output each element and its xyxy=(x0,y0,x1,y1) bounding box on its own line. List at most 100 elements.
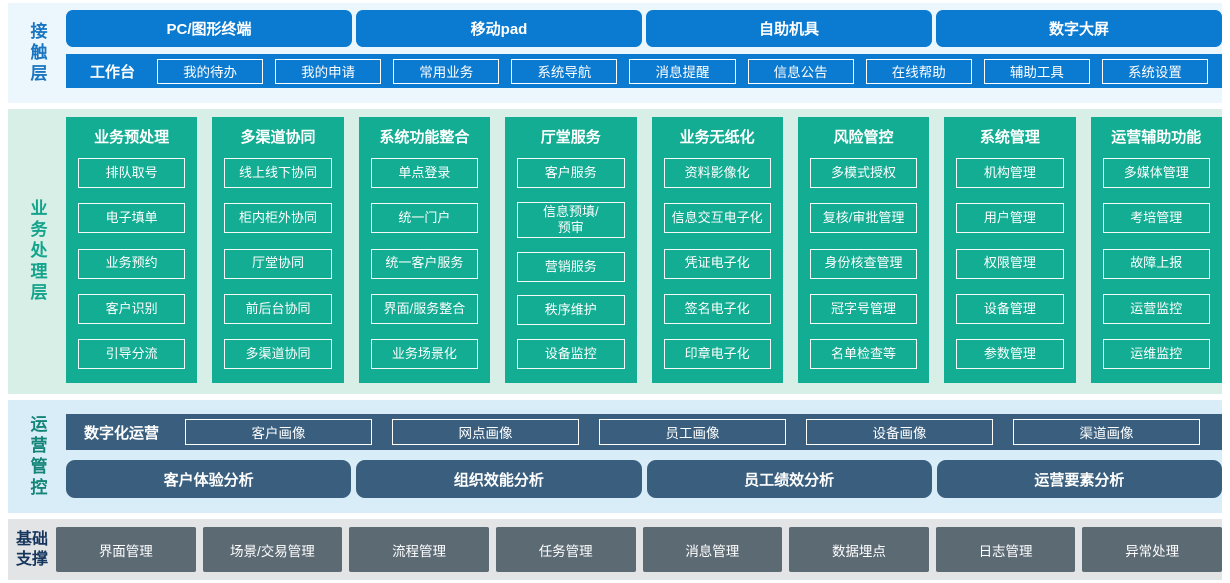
workbench-item-nav: 系统导航 xyxy=(511,58,618,84)
column-title: 风险管控 xyxy=(833,129,894,146)
terminal-box-pc: PC/图形终端 xyxy=(66,10,352,47)
column-title: 运营辅助功能 xyxy=(1111,129,1202,146)
operations-layer-label-text: 运营管控 xyxy=(27,414,47,499)
foundation-item-log: 日志管理 xyxy=(935,527,1076,572)
function-item: 柜内柜外协同 xyxy=(224,203,332,234)
function-item: 前后台协同 xyxy=(224,293,332,324)
function-item: 信息交互电子化 xyxy=(663,203,771,234)
function-item: 签名电子化 xyxy=(663,293,771,324)
workbench-item-messages: 消息提醒 xyxy=(629,58,736,84)
workbench-item-tools: 辅助工具 xyxy=(983,58,1090,84)
function-item: 业务预约 xyxy=(78,248,186,279)
workbench-item-help: 在线帮助 xyxy=(865,58,972,84)
workbench-item-settings: 系统设置 xyxy=(1101,58,1208,84)
column-system-integration: 系统功能整合 单点登录 统一门户 统一客户服务 界面/服务整合 业务场景化 xyxy=(358,117,491,383)
workbench-item-announcements: 信息公告 xyxy=(747,58,854,84)
workbench-bar: 工作台 我的待办 我的申请 常用业务 系统导航 消息提醒 信息公告 在线帮助 辅… xyxy=(66,54,1222,88)
column-title: 厅堂服务 xyxy=(540,129,601,146)
business-layer-label-text: 业务处理层 xyxy=(27,199,47,304)
foundation-item-process: 流程管理 xyxy=(349,527,489,572)
profile-channel: 渠道画像 xyxy=(1013,419,1201,445)
function-item: 多模式授权 xyxy=(809,158,918,188)
function-item: 设备管理 xyxy=(956,293,1064,324)
function-item: 资料影像化 xyxy=(663,158,771,188)
foundation-item-scene-transaction: 场景/交易管理 xyxy=(202,527,343,572)
function-item: 参数管理 xyxy=(956,339,1064,369)
column-items: 资料影像化 信息交互电子化 凭证电子化 签名电子化 印章电子化 xyxy=(663,158,771,369)
function-item: 客户识别 xyxy=(78,293,186,324)
business-layer-band: 业务处理层 业务预处理 排队取号 电子填单 业务预约 客户识别 引导分流 多渠道… xyxy=(8,109,1222,394)
terminal-box-bigscreen: 数字大屏 xyxy=(936,10,1222,47)
function-item: 权限管理 xyxy=(956,248,1064,279)
function-item: 客户服务 xyxy=(517,158,625,188)
function-item: 多媒体管理 xyxy=(1102,158,1210,188)
column-items: 机构管理 用户管理 权限管理 设备管理 参数管理 xyxy=(956,158,1064,369)
column-items: 排队取号 电子填单 业务预约 客户识别 引导分流 xyxy=(78,158,186,369)
foundation-layer-band: 基础支撑 界面管理 场景/交易管理 流程管理 任务管理 消息管理 数据埋点 日志… xyxy=(8,519,1222,580)
profile-device: 设备画像 xyxy=(806,419,994,445)
terminal-box-selfservice: 自助机具 xyxy=(646,10,932,47)
column-items: 多媒体管理 考培管理 故障上报 运营监控 运维监控 xyxy=(1102,158,1210,369)
column-risk-control: 风险管控 多模式授权 复核/审批管理 身份核查管理 冠字号管理 名单检查等 xyxy=(797,117,930,383)
workbench-item-todo: 我的待办 xyxy=(157,58,264,84)
column-items: 单点登录 统一门户 统一客户服务 界面/服务整合 业务场景化 xyxy=(370,158,479,369)
column-title: 业务预处理 xyxy=(94,129,170,146)
function-item: 凭证电子化 xyxy=(663,248,771,279)
function-item: 引导分流 xyxy=(78,339,186,369)
column-lobby-service: 厅堂服务 客户服务 信息预填/ 预审 营销服务 秩序维护 设备监控 xyxy=(505,117,637,383)
column-items: 客户服务 信息预填/ 预审 营销服务 秩序维护 设备监控 xyxy=(517,158,625,369)
touch-layer-band: 接触层 PC/图形终端 移动pad 自助机具 数字大屏 工作台 我的待办 我的申… xyxy=(8,3,1222,103)
function-item: 统一门户 xyxy=(370,203,479,234)
column-title: 业务无纸化 xyxy=(679,129,755,146)
function-item: 运营监控 xyxy=(1102,293,1210,324)
business-layer-label: 业务处理层 xyxy=(8,109,66,394)
function-item: 营销服务 xyxy=(517,251,625,282)
function-item: 统一客户服务 xyxy=(370,248,479,279)
column-items: 线上线下协同 柜内柜外协同 厅堂协同 前后台协同 多渠道协同 xyxy=(224,158,332,369)
analysis-row: 客户体验分析 组织效能分析 员工绩效分析 运营要素分析 xyxy=(66,460,1222,498)
foundation-layer-label-text: 基础支撑 xyxy=(15,530,48,568)
terminal-row: PC/图形终端 移动pad 自助机具 数字大屏 xyxy=(66,10,1222,47)
function-item: 机构管理 xyxy=(956,158,1064,188)
function-item: 厅堂协同 xyxy=(224,248,332,279)
function-item: 线上线下协同 xyxy=(224,158,332,188)
function-item: 名单检查等 xyxy=(809,339,918,369)
function-item: 秩序维护 xyxy=(517,295,625,326)
touch-layer-content: PC/图形终端 移动pad 自助机具 数字大屏 工作台 我的待办 我的申请 常用… xyxy=(66,3,1222,103)
function-item: 电子填单 xyxy=(78,203,186,234)
function-item: 多渠道协同 xyxy=(224,339,332,369)
business-layer-content: 业务预处理 排队取号 电子填单 业务预约 客户识别 引导分流 多渠道协同 线上线… xyxy=(66,109,1222,394)
profile-customer: 客户画像 xyxy=(185,419,373,445)
function-item: 用户管理 xyxy=(956,203,1064,234)
touch-layer-label-text: 接触层 xyxy=(27,21,47,85)
profile-employee: 员工画像 xyxy=(599,419,787,445)
workbench-label: 工作台 xyxy=(90,63,136,81)
digital-operations-bar: 数字化运营 客户画像 网点画像 员工画像 设备画像 渠道画像 xyxy=(66,414,1222,450)
function-item: 身份核查管理 xyxy=(809,248,918,279)
function-item: 排队取号 xyxy=(78,158,186,188)
function-item: 考培管理 xyxy=(1102,203,1210,234)
foundation-item-message: 消息管理 xyxy=(642,527,783,572)
profile-branch: 网点画像 xyxy=(392,419,580,445)
touch-layer-label: 接触层 xyxy=(8,3,66,103)
workbench-item-applications: 我的申请 xyxy=(275,58,382,84)
function-item: 界面/服务整合 xyxy=(370,293,479,324)
foundation-item-tracking: 数据埋点 xyxy=(789,527,929,572)
column-ops-auxiliary: 运营辅助功能 多媒体管理 考培管理 故障上报 运营监控 运维监控 xyxy=(1090,117,1222,383)
function-item: 印章电子化 xyxy=(663,339,771,369)
operations-layer-content: 数字化运营 客户画像 网点画像 员工画像 设备画像 渠道画像 客户体验分析 组织… xyxy=(66,400,1222,513)
workbench-item-common: 常用业务 xyxy=(393,58,500,84)
function-item: 信息预填/ 预审 xyxy=(517,201,625,239)
function-item: 故障上报 xyxy=(1102,248,1210,279)
analysis-employee-performance: 员工绩效分析 xyxy=(646,460,932,498)
analysis-org-efficiency: 组织效能分析 xyxy=(356,460,642,498)
foundation-item-exception: 异常处理 xyxy=(1082,527,1222,572)
foundation-item-ui: 界面管理 xyxy=(56,527,196,572)
function-item: 业务场景化 xyxy=(370,339,479,369)
foundation-layer-label: 基础支撑 xyxy=(8,519,56,580)
foundation-layer-content: 界面管理 场景/交易管理 流程管理 任务管理 消息管理 数据埋点 日志管理 异常… xyxy=(56,519,1222,580)
analysis-customer-experience: 客户体验分析 xyxy=(66,460,352,498)
foundation-item-task: 任务管理 xyxy=(495,527,636,572)
function-item: 复核/审批管理 xyxy=(809,203,918,234)
function-item: 设备监控 xyxy=(517,339,625,369)
